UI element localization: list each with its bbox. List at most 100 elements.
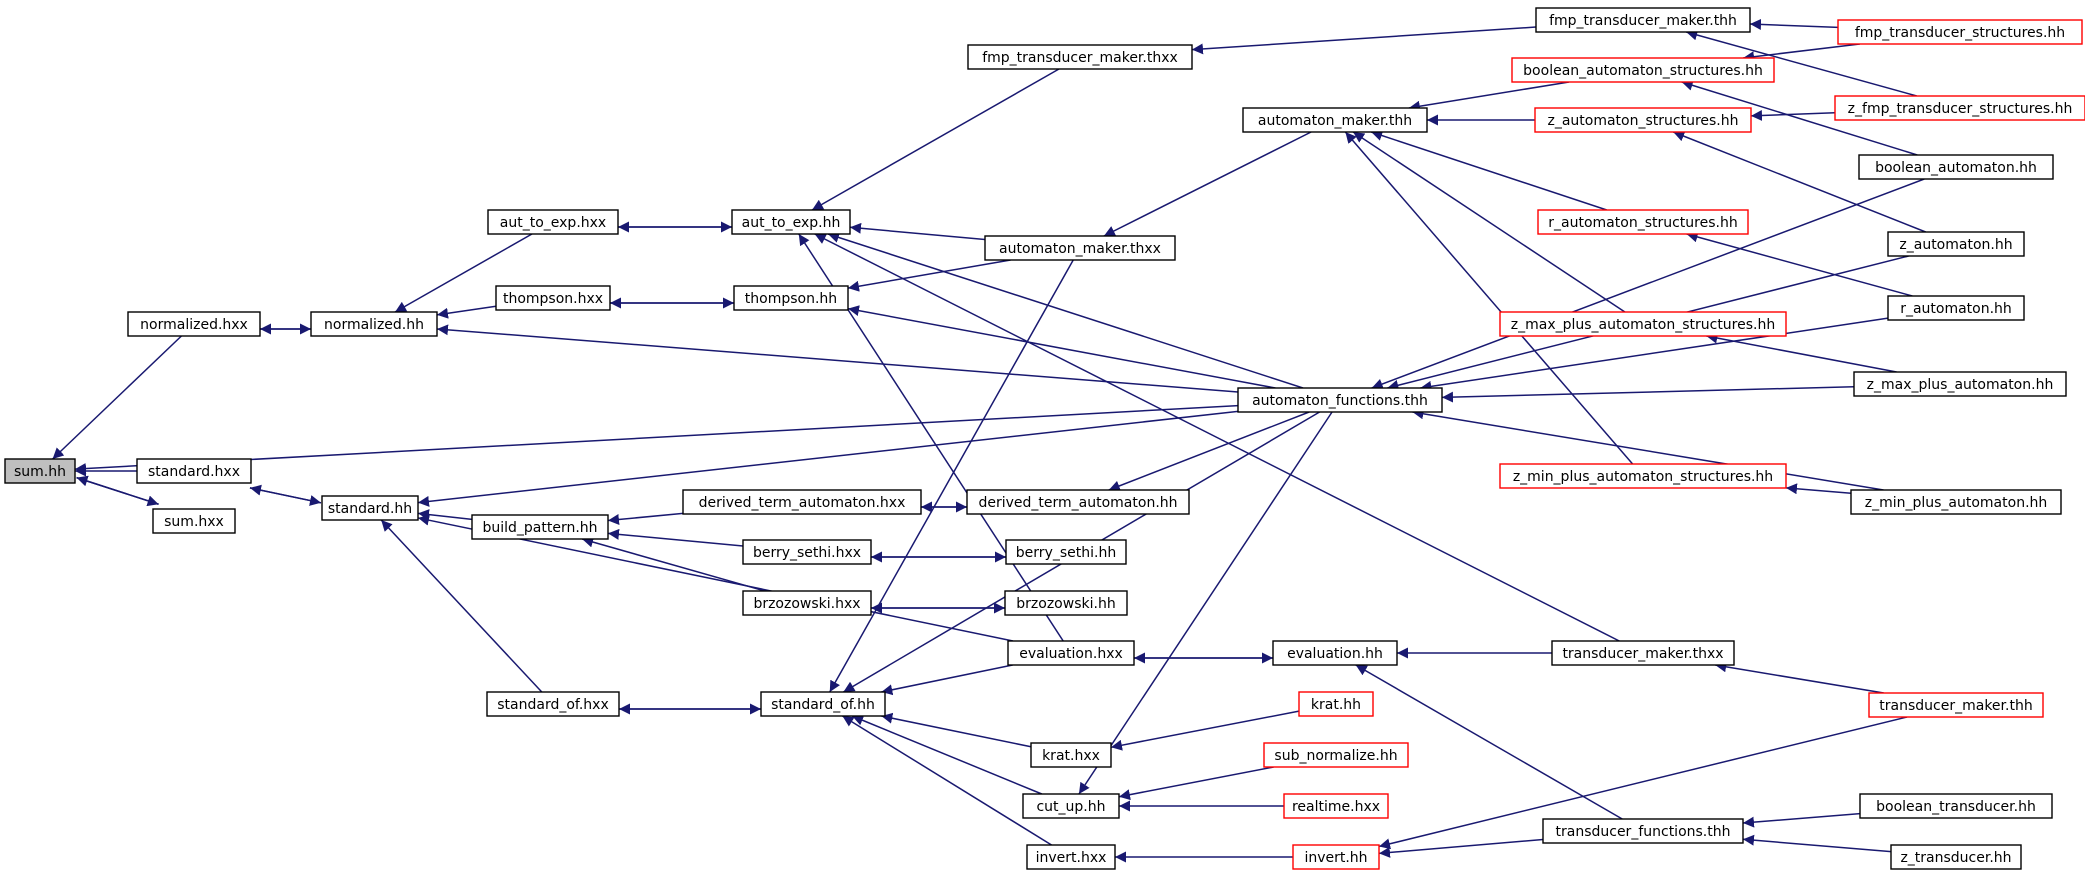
file-node-aut-to-exp-hxx[interactable]: aut_to_exp.hxx xyxy=(487,209,619,235)
file-node-standard-hxx[interactable]: standard.hxx xyxy=(136,458,252,484)
file-node-transducer-maker-thh[interactable]: transducer_maker.thh xyxy=(1868,692,2044,718)
file-node-build-pattern-hh[interactable]: build_pattern.hh xyxy=(471,514,609,540)
file-node-label: thompson.hh xyxy=(745,291,837,307)
file-node-label: brzozowski.hh xyxy=(1016,596,1115,612)
file-node-brzozowski-hxx[interactable]: brzozowski.hxx xyxy=(742,590,872,616)
edge-thompson_hxx-to-normalized_hh xyxy=(436,305,497,319)
edge-transducer_maker_thh-to-invert_hh xyxy=(1378,716,1908,850)
file-node-box xyxy=(1859,793,2053,819)
file-node-standard-hh[interactable]: standard.hh xyxy=(321,495,419,521)
edge-fmp_transducer_structures_hh-to-boolean_automaton_structures_hh xyxy=(1743,43,1860,63)
file-node-box xyxy=(1005,539,1127,565)
file-node-z-transducer-hh[interactable]: z_transducer.hh xyxy=(1890,844,2022,870)
file-node-label: aut_to_exp.hh xyxy=(742,215,841,231)
file-node-berry-sethi-hh[interactable]: berry_sethi.hh xyxy=(1005,539,1127,565)
file-node-boolean-automaton-structures-hh[interactable]: boolean_automaton_structures.hh xyxy=(1511,57,1775,83)
file-node-box xyxy=(742,539,872,565)
file-node-evaluation-hxx[interactable]: evaluation.hxx xyxy=(1007,640,1135,666)
file-node-label: normalized.hxx xyxy=(140,317,248,333)
file-node-label: build_pattern.hh xyxy=(482,520,597,536)
file-node-box xyxy=(1887,295,2025,321)
file-node-box xyxy=(984,235,1176,261)
file-node-cut-up-hh[interactable]: cut_up.hh xyxy=(1022,793,1120,819)
file-node-box xyxy=(1007,640,1135,666)
file-node-thompson-hh[interactable]: thompson.hh xyxy=(733,285,849,311)
file-node-label: sum.hxx xyxy=(164,514,224,530)
file-node-boolean-automaton-hh[interactable]: boolean_automaton.hh xyxy=(1858,154,2054,180)
file-node-label: boolean_transducer.hh xyxy=(1876,799,2036,815)
edge-automaton_maker_thh-to-automaton_maker_thxx xyxy=(1103,131,1312,237)
file-node-automaton-maker-thh[interactable]: automaton_maker.thh xyxy=(1242,107,1428,133)
file-node-thompson-hxx[interactable]: thompson.hxx xyxy=(495,285,611,311)
file-node-label: boolean_automaton_structures.hh xyxy=(1523,63,1763,79)
file-node-fmp-transducer-maker-thh[interactable]: fmp_transducer_maker.thh xyxy=(1535,7,1751,33)
file-node-standard-of-hh[interactable]: standard_of.hh xyxy=(760,691,886,717)
edge-berry_sethi_hxx-to-build_pattern_hh xyxy=(607,528,744,547)
file-node-box xyxy=(1837,19,2083,45)
file-node-r-automaton-hh[interactable]: r_automaton.hh xyxy=(1887,295,2025,321)
file-node-label: r_automaton_structures.hh xyxy=(1548,215,1737,231)
file-node-label: z_max_plus_automaton_structures.hh xyxy=(1511,317,1775,333)
file-node-standard-of-hxx[interactable]: standard_of.hxx xyxy=(486,691,620,717)
edge-z_max_plus_automaton_hh-to-z_max_plus_automaton_structures_hh xyxy=(1706,332,1897,373)
file-node-brzozowski-hh[interactable]: brzozowski.hh xyxy=(1004,590,1128,616)
file-node-fmp-transducer-maker-thxx[interactable]: fmp_transducer_maker.thxx xyxy=(967,44,1193,70)
file-node-sub-normalize-hh[interactable]: sub_normalize.hh xyxy=(1263,742,1409,768)
file-node-transducer-functions-thh[interactable]: transducer_functions.thh xyxy=(1542,818,1744,844)
file-node-z-fmp-transducer-structures-hh[interactable]: z_fmp_transducer_structures.hh xyxy=(1834,95,2085,121)
edge-automaton_functions_thh-to-cut_up_hh xyxy=(1078,411,1333,795)
file-node-label: transducer_maker.thh xyxy=(1879,698,2032,714)
file-node-krat-hxx[interactable]: krat.hxx xyxy=(1030,742,1112,768)
file-node-box xyxy=(1850,489,2062,515)
file-node-label: derived_term_automaton.hh xyxy=(978,495,1177,511)
file-node-automaton-maker-thxx[interactable]: automaton_maker.thxx xyxy=(984,235,1176,261)
file-node-z-min-plus-automaton-structures-hh[interactable]: z_min_plus_automaton_structures.hh xyxy=(1499,463,1787,489)
file-node-box xyxy=(1853,371,2067,397)
file-node-normalized-hh[interactable]: normalized.hh xyxy=(310,311,438,337)
file-node-box xyxy=(1292,844,1380,870)
file-node-box xyxy=(310,311,438,337)
file-node-box xyxy=(1534,107,1752,133)
file-node-fmp-transducer-structures-hh[interactable]: fmp_transducer_structures.hh xyxy=(1837,19,2083,45)
file-node-evaluation-hh[interactable]: evaluation.hh xyxy=(1272,640,1398,666)
edge-z_fmp_transducer_structures_hh-to-fmp_transducer_maker_thh xyxy=(1686,29,1917,97)
file-node-label: cut_up.hh xyxy=(1036,799,1105,815)
edge-automaton_functions_thh-to-thompson_hh xyxy=(847,305,1276,389)
file-node-r-automaton-structures-hh[interactable]: r_automaton_structures.hh xyxy=(1537,209,1749,235)
file-node-box xyxy=(1004,590,1128,616)
file-node-invert-hh[interactable]: invert.hh xyxy=(1292,844,1380,870)
edge-z_min_plus_automaton_hh-to-automaton_functions_thh xyxy=(1412,408,1884,491)
file-node-box xyxy=(967,44,1193,70)
file-node-box xyxy=(1237,387,1443,413)
file-node-realtime-hxx[interactable]: realtime.hxx xyxy=(1283,793,1389,819)
file-node-boolean-transducer-hh[interactable]: boolean_transducer.hh xyxy=(1859,793,2053,819)
file-node-z-min-plus-automaton-hh[interactable]: z_min_plus_automaton.hh xyxy=(1850,489,2062,515)
file-node-label: z_automaton.hh xyxy=(1899,237,2012,253)
file-node-label: standard_of.hxx xyxy=(497,697,608,713)
file-node-z-max-plus-automaton-structures-hh[interactable]: z_max_plus_automaton_structures.hh xyxy=(1499,311,1787,337)
file-node-label: standard.hxx xyxy=(148,464,240,480)
file-node-automaton-functions-thh[interactable]: automaton_functions.thh xyxy=(1237,387,1443,413)
edge-krat_hxx-to-standard_of_hh xyxy=(881,712,1032,748)
file-node-box xyxy=(1890,844,2022,870)
edge-transducer_functions_thh-to-invert_hh xyxy=(1378,838,1544,858)
edge-standard_hxx-to-standard_hh xyxy=(249,487,322,506)
file-node-transducer-maker-thxx[interactable]: transducer_maker.thxx xyxy=(1551,640,1735,666)
edge-normalized_hxx-to-sum_hh xyxy=(52,335,182,460)
edge-r_automaton_structures_hh-to-automaton_maker_thh xyxy=(1370,130,1608,211)
file-node-normalized-hxx[interactable]: normalized.hxx xyxy=(127,311,261,337)
file-node-z-max-plus-automaton-hh[interactable]: z_max_plus_automaton.hh xyxy=(1853,371,2067,397)
file-node-z-automaton-hh[interactable]: z_automaton.hh xyxy=(1887,231,2025,257)
edge-z_max_plus_automaton_hh-to-automaton_functions_thh xyxy=(1441,385,1855,403)
file-node-krat-hh[interactable]: krat.hh xyxy=(1298,691,1374,717)
file-node-aut-to-exp-hh[interactable]: aut_to_exp.hh xyxy=(731,209,851,235)
file-node-z-automaton-structures-hh[interactable]: z_automaton_structures.hh xyxy=(1534,107,1752,133)
file-node-derived-term-automaton-hh[interactable]: derived_term_automaton.hh xyxy=(966,489,1190,515)
file-node-berry-sethi-hxx[interactable]: berry_sethi.hxx xyxy=(742,539,872,565)
edge-z_min_plus_automaton_structures_hh-to-automaton_maker_thh xyxy=(1344,131,1634,465)
file-node-derived-term-automaton-hxx[interactable]: derived_term_automaton.hxx xyxy=(682,489,922,515)
file-node-invert-hxx[interactable]: invert.hxx xyxy=(1026,844,1116,870)
file-node-sum-hxx[interactable]: sum.hxx xyxy=(152,508,236,534)
file-node-label: boolean_automaton.hh xyxy=(1875,160,2037,176)
file-node-box xyxy=(1868,692,2044,718)
